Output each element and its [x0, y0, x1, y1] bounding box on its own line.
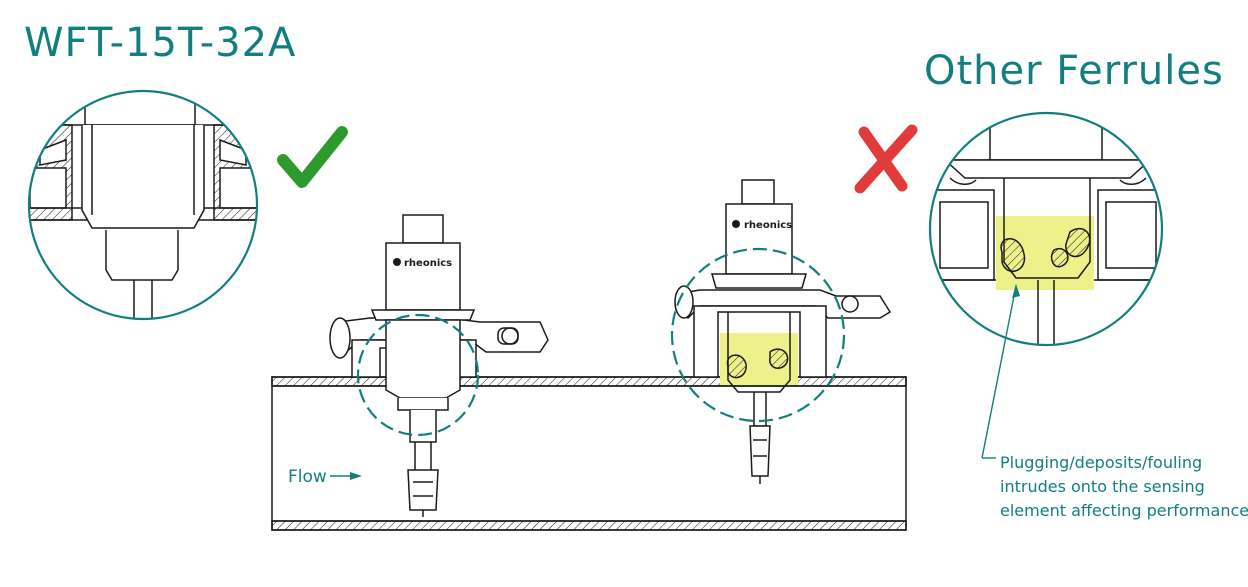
- brand-label-left: rheonics: [404, 258, 452, 269]
- right-zoom-detail: [928, 111, 1164, 347]
- check-mark-icon: [277, 126, 348, 188]
- callout-line-3: element affecting performance: [1000, 501, 1248, 520]
- brand-logo-icon: [732, 220, 740, 228]
- brand-logo-icon: [393, 258, 401, 266]
- right-sensor-internals: [726, 312, 791, 484]
- cross-mark-icon: [854, 124, 918, 194]
- process-pipe: [271, 376, 907, 531]
- arrow-right-icon: [330, 472, 362, 480]
- brand-label-right: rheonics: [744, 220, 792, 231]
- right-detail-marker: [670, 247, 846, 423]
- callout-leader: [981, 284, 1020, 459]
- right-sensor-assembly: [674, 179, 892, 378]
- flow-label: Flow: [288, 467, 327, 487]
- left-title: WFT-15T-32A: [24, 20, 296, 66]
- left-zoom-detail: [27, 89, 259, 321]
- right-title: Other Ferrules: [924, 48, 1224, 94]
- callout-line-2: intrudes onto the sensing: [1000, 477, 1205, 496]
- callout-line-1: Plugging/deposits/fouling: [1000, 453, 1202, 472]
- left-detail-marker: [356, 313, 480, 437]
